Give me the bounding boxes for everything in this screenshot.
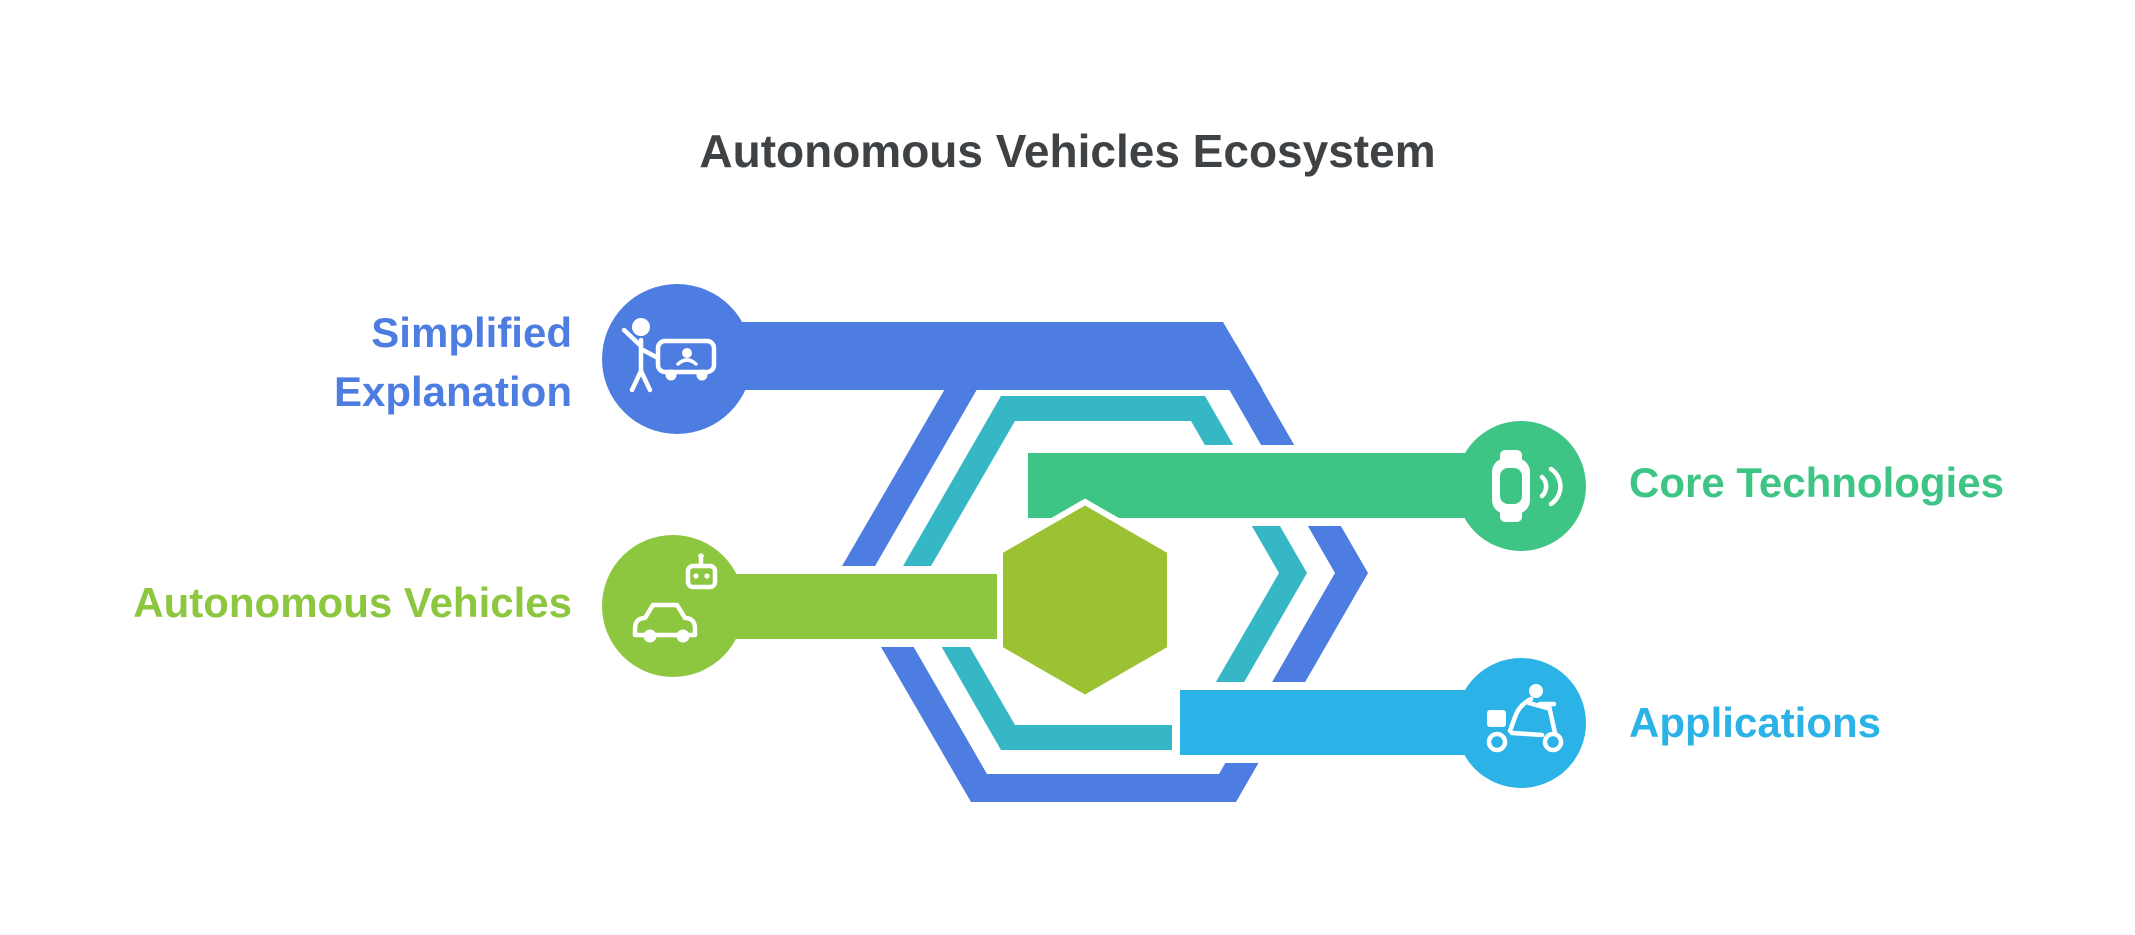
node-circle-simplified-explanation: [602, 284, 752, 434]
person-and-car-icon: [621, 318, 717, 393]
green-center-hexagon: [997, 498, 1173, 702]
node-circle-applications: [1456, 658, 1586, 788]
label-core-technologies: Core Technologies: [1629, 459, 2004, 506]
smartwatch-signal-icon: [1492, 450, 1563, 522]
label-autonomous-vehicles: Autonomous Vehicles: [133, 579, 572, 626]
connector-core-technologies: [1028, 453, 1521, 518]
label-applications: Applications: [1629, 699, 1882, 746]
delivery-scooter-icon: [1486, 684, 1564, 753]
label-simplified-explanation: Simplified Explanation: [333, 309, 572, 415]
robot-car-icon: [632, 553, 718, 643]
page-title: Autonomous Vehicles Ecosystem: [699, 125, 1436, 177]
